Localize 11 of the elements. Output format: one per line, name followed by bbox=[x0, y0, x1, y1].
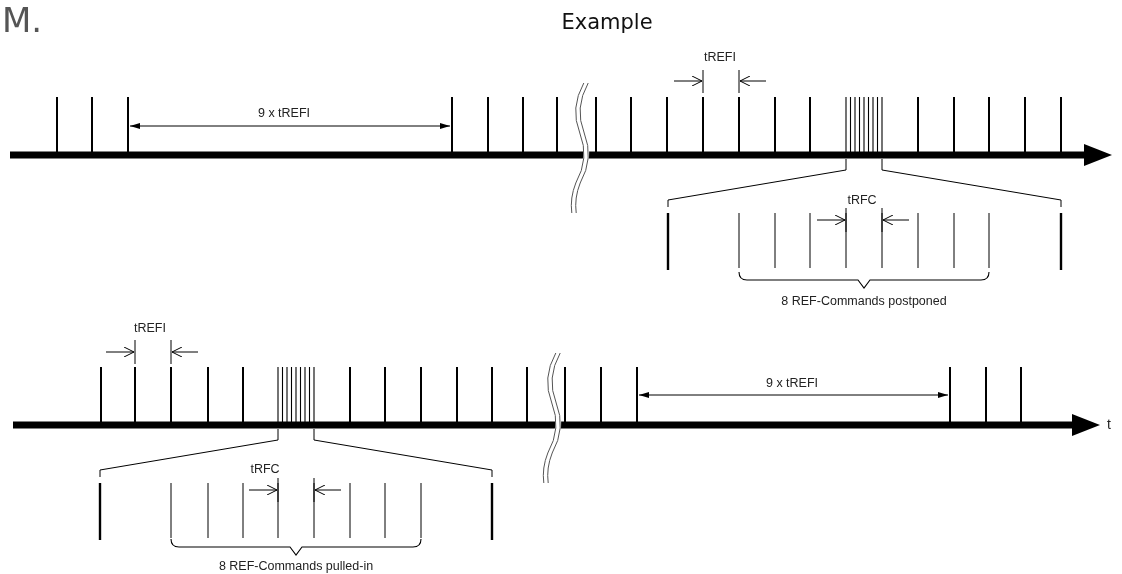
axis-label: t bbox=[1107, 417, 1111, 431]
brace-caption: 8 REF-Commands pulled-in bbox=[218, 559, 374, 573]
heading: Example bbox=[561, 10, 653, 34]
interval-label: 9 x tREFI bbox=[765, 376, 819, 390]
interval-label: tREFI bbox=[704, 50, 736, 64]
brace-caption: 8 REF-Commands postponed bbox=[781, 294, 947, 308]
interval-label: tRFC bbox=[847, 193, 877, 207]
interval-label: tRFC bbox=[250, 462, 280, 476]
interval-label: 9 x tREFI bbox=[257, 106, 311, 120]
interval-label: tREFI bbox=[134, 321, 166, 335]
partial-heading: M. bbox=[1, 3, 43, 37]
